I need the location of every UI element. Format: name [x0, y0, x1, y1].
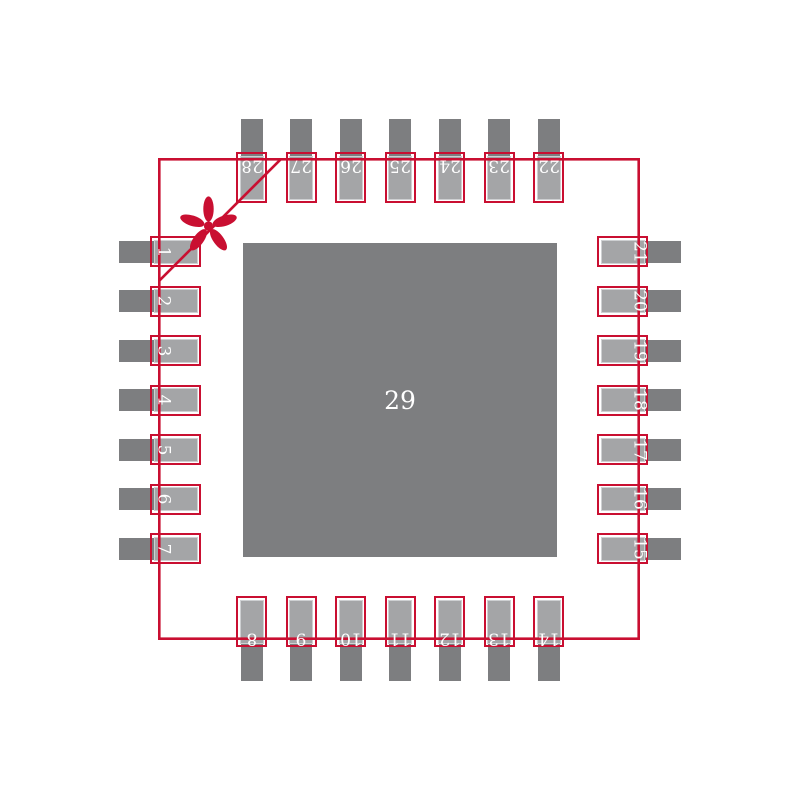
pin-pad-outline-26: 26 — [335, 152, 366, 203]
thermal-pad: 29 — [243, 243, 557, 557]
pin-pad-outline-7: 7 — [150, 533, 201, 564]
pin-pad-2 — [153, 289, 198, 313]
pin-pad-11 — [388, 599, 412, 644]
pin-lead-6 — [119, 488, 158, 510]
pin-lead-1 — [119, 240, 158, 263]
pin-pad-19 — [600, 338, 645, 363]
pin-pad-outline-5: 5 — [150, 434, 201, 465]
pin-pad-outline-1: 1 — [150, 236, 201, 267]
pin-lead-14 — [537, 642, 560, 681]
pin-pad-outline-10: 10 — [335, 596, 366, 649]
pin-pad-24 — [437, 155, 462, 200]
pin-pad-outline-4: 4 — [150, 384, 201, 416]
pin-pad-28 — [239, 155, 264, 200]
pin-pad-4 — [153, 388, 198, 412]
pin-lead-10 — [339, 642, 362, 681]
pin-pad-outline-16: 16 — [597, 483, 650, 515]
pin-pad-7 — [153, 536, 198, 561]
pin-pad-outline-11: 11 — [384, 596, 416, 649]
pin-lead-18 — [642, 389, 681, 411]
pin-pad-10 — [338, 599, 363, 644]
pin-pad-outline-19: 19 — [597, 335, 650, 366]
pin-pad-outline-2: 2 — [150, 285, 201, 317]
pin-pad-outline-3: 3 — [150, 335, 201, 366]
pin-lead-19 — [642, 339, 681, 362]
pin-pad-17 — [600, 437, 645, 462]
pin-lead-26 — [339, 119, 362, 158]
pin-pad-15 — [600, 536, 645, 561]
pin-pad-27 — [289, 155, 313, 200]
pin-lead-15 — [642, 537, 681, 560]
pin-lead-3 — [119, 339, 158, 362]
pin-lead-20 — [642, 290, 681, 312]
pin-lead-21 — [642, 240, 681, 263]
pin-pad-outline-24: 24 — [434, 152, 465, 203]
pin-lead-27 — [290, 119, 312, 158]
pin-pad-3 — [153, 338, 198, 363]
pin-lead-23 — [488, 119, 510, 158]
pin-lead-9 — [290, 642, 312, 681]
pin-pad-26 — [338, 155, 363, 200]
pin-lead-24 — [438, 119, 461, 158]
pin-pad-13 — [487, 599, 511, 644]
pin-lead-11 — [389, 642, 411, 681]
pin-lead-25 — [389, 119, 411, 158]
pin-pad-outline-8: 8 — [236, 596, 267, 649]
pin-lead-8 — [240, 642, 263, 681]
pin-pad-18 — [600, 388, 645, 412]
pin-pad-outline-27: 27 — [285, 152, 317, 203]
pin-lead-28 — [240, 119, 263, 158]
pin-lead-4 — [119, 389, 158, 411]
pin-pad-outline-18: 18 — [597, 384, 650, 416]
pin-lead-5 — [119, 438, 158, 461]
pin-pad-outline-9: 9 — [285, 596, 317, 649]
pin-pad-25 — [388, 155, 412, 200]
pin-pad-outline-12: 12 — [434, 596, 465, 649]
pin-pad-outline-21: 21 — [597, 236, 650, 267]
thermal-pad-label: 29 — [384, 385, 416, 415]
pin-pad-outline-13: 13 — [483, 596, 515, 649]
pin-pad-outline-25: 25 — [384, 152, 416, 203]
pin-pad-14 — [536, 599, 561, 644]
pin-pad-outline-22: 22 — [533, 152, 564, 203]
pin-lead-12 — [438, 642, 461, 681]
pin-pad-outline-14: 14 — [533, 596, 564, 649]
package-outline-rect — [158, 158, 640, 640]
pin-pad-outline-15: 15 — [597, 533, 650, 564]
pin-pad-6 — [153, 487, 198, 511]
pin-pad-22 — [536, 155, 561, 200]
pin-lead-7 — [119, 537, 158, 560]
pin-pad-21 — [600, 239, 645, 264]
pin-pad-12 — [437, 599, 462, 644]
pin-lead-13 — [488, 642, 510, 681]
pin-pad-20 — [600, 289, 645, 313]
pin-lead-22 — [537, 119, 560, 158]
pin-pad-9 — [289, 599, 313, 644]
pin-pad-outline-6: 6 — [150, 483, 201, 515]
pin-pad-outline-23: 23 — [483, 152, 515, 203]
pin-pad-outline-28: 28 — [236, 152, 267, 203]
pin-pad-5 — [153, 437, 198, 462]
pin-lead-2 — [119, 290, 158, 312]
pin-pad-outline-20: 20 — [597, 285, 650, 317]
pin-lead-17 — [642, 438, 681, 461]
pin-pad-8 — [239, 599, 264, 644]
pin-lead-16 — [642, 488, 681, 510]
pin-pad-23 — [487, 155, 511, 200]
pin-pad-outline-17: 17 — [597, 434, 650, 465]
pin-pad-16 — [600, 487, 645, 511]
